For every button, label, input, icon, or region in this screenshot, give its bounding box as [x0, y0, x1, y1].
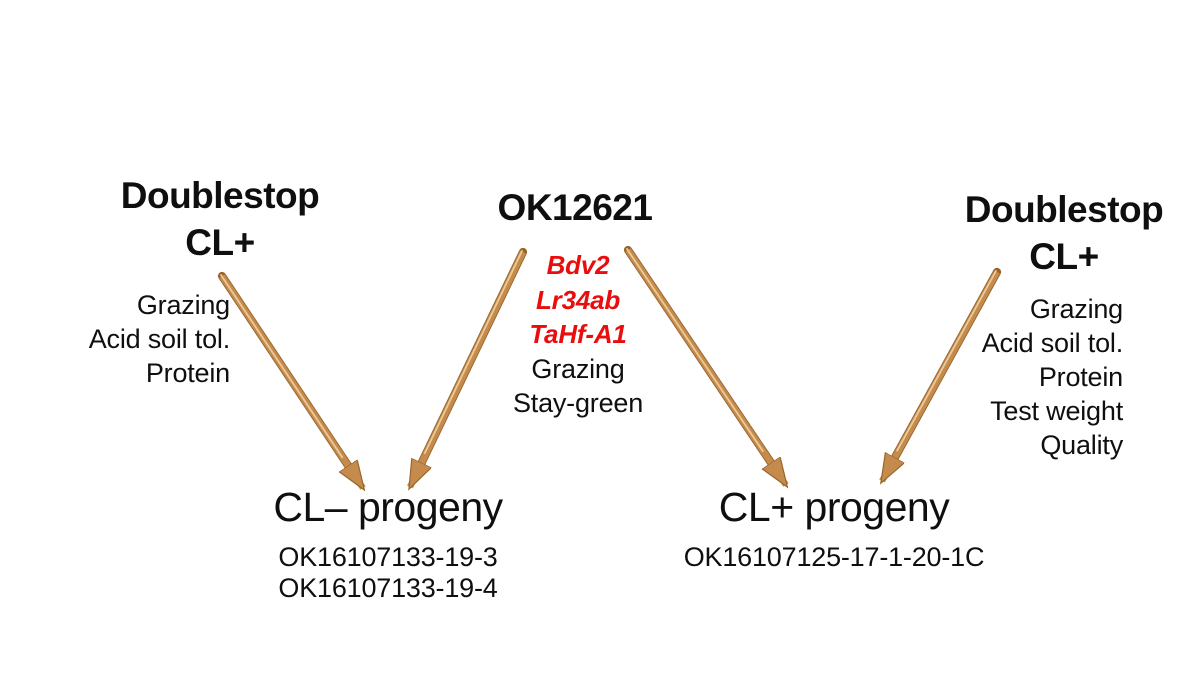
gene-label: Lr34ab [535, 284, 621, 315]
gene-label: TaHf-A1 [529, 319, 627, 349]
progeny-cl-minus-title: CL– progeny [273, 484, 503, 530]
trait-item: Stay-green [512, 388, 644, 418]
parent-center-title: OK12621 [455, 184, 695, 231]
progeny-cl-plus-lines: OK16107125-17-1-20-1C [674, 542, 994, 573]
trait-item: Protein [1038, 362, 1123, 392]
trait-item: Quality [1040, 430, 1123, 460]
trait-item: Grazing [531, 353, 625, 384]
parent-right-name-line: Doublestop [964, 189, 1164, 230]
trait-item: Grazing [1029, 294, 1123, 324]
trait-item: Grazing [136, 290, 230, 320]
cross-arrow-parent-center-to-progeny-cl-minus [407, 247, 528, 487]
parent-center-traits: Bdv2 Lr34ab TaHf-A1 Grazing Stay-green [458, 248, 698, 421]
parent-left-name-line: CL+ [185, 222, 255, 263]
progeny-cl-plus-title: CL+ progeny [718, 484, 950, 530]
cross-arrow-parent-left-to-progeny-cl-minus [217, 271, 366, 488]
parent-left-title: Doublestop CL+ [95, 172, 345, 266]
trait-item: Acid soil tol. [88, 324, 230, 354]
parent-right-traits: Grazing Acid soil tol. Protein Test weig… [933, 292, 1123, 462]
parent-left-name-line: Doublestop [120, 175, 320, 216]
progeny-line-id: OK16107133-19-4 [278, 573, 498, 603]
cross-arrow-parent-right-to-progeny-cl-plus [879, 267, 1002, 481]
parent-right-title: Doublestop CL+ [944, 186, 1184, 280]
gene-label: Bdv2 [546, 250, 610, 280]
parent-right-name-line: CL+ [1029, 236, 1099, 277]
cross-arrow-parent-center-to-progeny-cl-plus [623, 245, 789, 485]
progeny-line-id: OK16107133-19-3 [278, 542, 498, 572]
trait-item: Test weight [990, 396, 1123, 426]
trait-item: Protein [145, 358, 230, 388]
parent-left-traits: Grazing Acid soil tol. Protein [40, 288, 230, 390]
progeny-line-id: OK16107125-17-1-20-1C [683, 542, 985, 572]
progeny-cl-minus-lines: OK16107133-19-3 OK16107133-19-4 [250, 542, 526, 604]
parent-center-name-line: OK12621 [497, 187, 653, 228]
trait-item: Acid soil tol. [981, 328, 1123, 358]
